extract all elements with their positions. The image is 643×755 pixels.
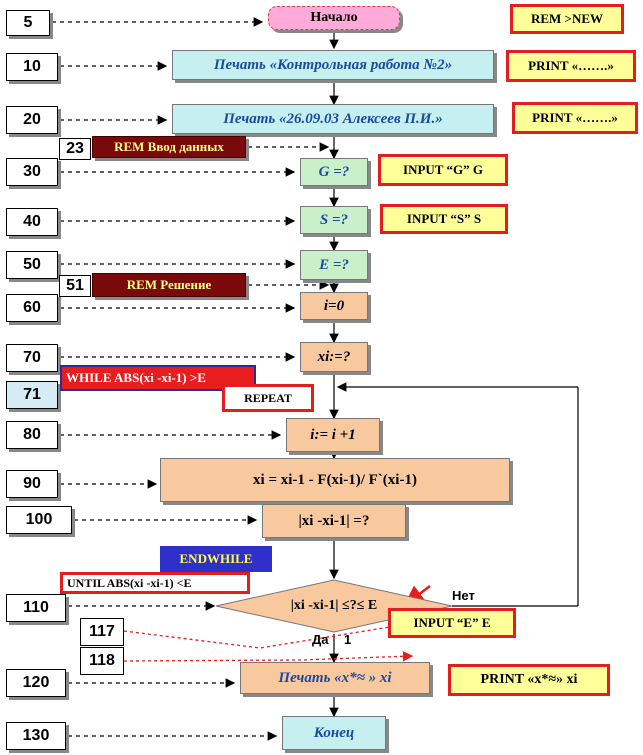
branch-no-label: Нет [452,588,475,603]
line-number-130: 130 [6,722,66,750]
init-i-block: i=0 [300,292,368,320]
print-command-1: PRINT «…….» [506,50,636,82]
line-number-5: 5 [6,10,50,36]
rem-solve-command: REM Решение [92,273,246,297]
line-number-117: 117 [80,618,124,646]
line-number-118: 118 [80,647,124,675]
line-number-100: 100 [6,506,72,534]
line-number-20: 20 [6,106,58,134]
line-number-60: 60 [6,294,58,322]
rem-new-command: REM >NEW [510,4,624,34]
print-date-block: Печать «26.09.03 Алексеев П.И.» [172,104,494,134]
print-result-block: Печать «x*≈ » xi [240,662,430,694]
formula-block: xi = xi-1 - F(xi-1)/ F`(xi-1) [160,458,510,502]
input-g-block: G =? [300,158,368,186]
input-g-command: INPUT “G” G [378,154,508,186]
print-command-2: PRINT «…….» [512,102,638,134]
line-number-80: 80 [6,421,58,449]
line-number-110: 110 [6,594,66,622]
end-terminal: Конец [282,716,386,750]
line-number-120: 120 [6,669,66,697]
input-s-command: INPUT “S” S [380,204,508,234]
until-command: UNTIL ABS(xi -xi-1) <E [60,572,250,594]
input-e-block: E =? [300,250,368,280]
line-number-30: 30 [6,158,58,186]
input-s-block: S =? [300,206,368,234]
print-diff-block: |xi -xi-1| =? [262,504,406,538]
while-command: WHILE ABS(xi -xi-1) >E [60,365,256,391]
line-number-51: 51 [59,275,91,297]
condition-text: |xi -xi-1| ≤?≤ E [290,598,378,613]
endwhile-command: ENDWHILE [160,546,272,572]
print-title-block: Печать «Контрольная работа №2» [172,50,494,80]
repeat-command: REPEAT [222,384,314,412]
increment-i-block: i:= i +1 [286,418,380,452]
line-number-90: 90 [6,470,58,498]
line-number-10: 10 [6,53,58,81]
start-terminal: Начало [268,6,400,30]
branch-yes-label: Да [312,632,329,647]
line-number-50: 50 [6,251,58,279]
line-number-40: 40 [6,208,58,236]
input-x-block: xi:=? [300,342,368,372]
print-result-command: PRINT «x*≈» xi [448,664,610,696]
line-number-71: 71 [6,381,58,409]
rem-input-command: REM Ввод данных [92,136,246,158]
line-number-23: 23 [59,138,91,160]
input-e-command: INPUT “E” E [388,608,516,638]
line-number-70: 70 [6,344,58,372]
branch-one-label: 1 [344,632,352,647]
